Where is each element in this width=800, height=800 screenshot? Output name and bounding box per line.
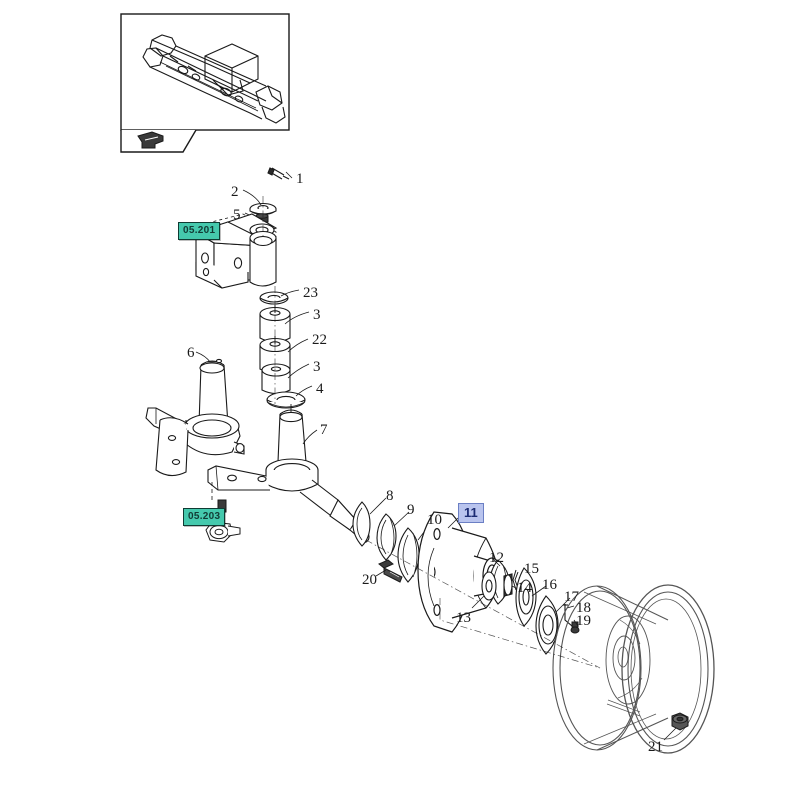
- callout-22[interactable]: 22: [312, 332, 327, 348]
- part-6-steering-knuckle-left: [145, 358, 245, 477]
- callout-14[interactable]: 14: [517, 580, 532, 596]
- callout-17[interactable]: 17: [564, 589, 579, 605]
- callout-23[interactable]: 23: [303, 285, 318, 301]
- leader-6: [195, 351, 211, 363]
- assembly-axis: [262, 196, 601, 669]
- leader-1: [285, 171, 293, 179]
- callout-3a[interactable]: 3: [313, 307, 321, 323]
- callout-13[interactable]: 13: [456, 610, 471, 626]
- callout-11-selected[interactable]: 11: [458, 503, 484, 523]
- leader-20: [375, 569, 387, 577]
- reference-box-05-203[interactable]: 05.203: [183, 508, 226, 526]
- callout-20[interactable]: 20: [362, 572, 377, 588]
- part-23-seal: [259, 291, 289, 305]
- callout-19[interactable]: 19: [576, 613, 591, 629]
- callout-21[interactable]: 21: [648, 739, 663, 755]
- leader-7: [302, 429, 318, 445]
- leader-2: [242, 189, 262, 206]
- part-8-oil-seal: [352, 501, 371, 547]
- part-16-slotted-nut: [515, 567, 537, 627]
- part-13-washer: [481, 571, 497, 601]
- leader-12: [491, 557, 501, 567]
- part-4-thrust-washer: [266, 391, 306, 409]
- part-21-lug-nut: [671, 712, 689, 731]
- leader-11: [447, 517, 459, 529]
- part-10-bearing-cone: [397, 527, 420, 583]
- callout-18[interactable]: 18: [576, 600, 591, 616]
- tie-rod-end-05-203: [205, 482, 241, 543]
- part-9-inner-bearing: [376, 513, 397, 561]
- callout-1[interactable]: 1: [296, 171, 304, 187]
- callout-2[interactable]: 2: [231, 184, 239, 200]
- callout-15[interactable]: 15: [524, 561, 539, 577]
- callout-6[interactable]: 6: [187, 345, 195, 361]
- part-14-lock-collar: [503, 573, 513, 597]
- part-17-hub-cap: [535, 595, 559, 655]
- leader-19: [573, 619, 579, 627]
- callout-3b[interactable]: 3: [313, 359, 321, 375]
- leader-23: [280, 289, 300, 297]
- reference-box-05-201[interactable]: 05.201: [178, 222, 221, 240]
- callout-9[interactable]: 9: [407, 502, 415, 518]
- leader-13: [471, 595, 485, 609]
- callout-7[interactable]: 7: [320, 422, 328, 438]
- leader-3-lower: [287, 363, 310, 379]
- wheel-rim: [552, 584, 715, 754]
- leader-3-upper: [284, 311, 310, 325]
- leader-22: [287, 338, 309, 353]
- leader-8: [369, 497, 387, 515]
- axle-support-bracket: [194, 213, 278, 289]
- part-3-bushing-upper: [259, 305, 291, 343]
- part-3-bushing-lower: [261, 363, 291, 395]
- front-axle-assembly-inset: [120, 13, 290, 153]
- callout-16[interactable]: 16: [542, 577, 557, 593]
- leader-9: [393, 511, 410, 527]
- part-18-cap-bolt: [563, 604, 573, 627]
- leader-21: [663, 727, 677, 741]
- callout-4[interactable]: 4: [316, 381, 324, 397]
- part-20-wheel-stud: [378, 559, 403, 583]
- callout-12[interactable]: 12: [489, 550, 504, 566]
- part-1-split-pin: [267, 167, 290, 180]
- callout-5[interactable]: 5: [233, 207, 241, 223]
- leader-4: [295, 385, 313, 397]
- leader-18: [566, 605, 575, 609]
- callout-8[interactable]: 8: [386, 488, 394, 504]
- leader-16: [531, 585, 547, 597]
- callout-10[interactable]: 10: [427, 512, 442, 528]
